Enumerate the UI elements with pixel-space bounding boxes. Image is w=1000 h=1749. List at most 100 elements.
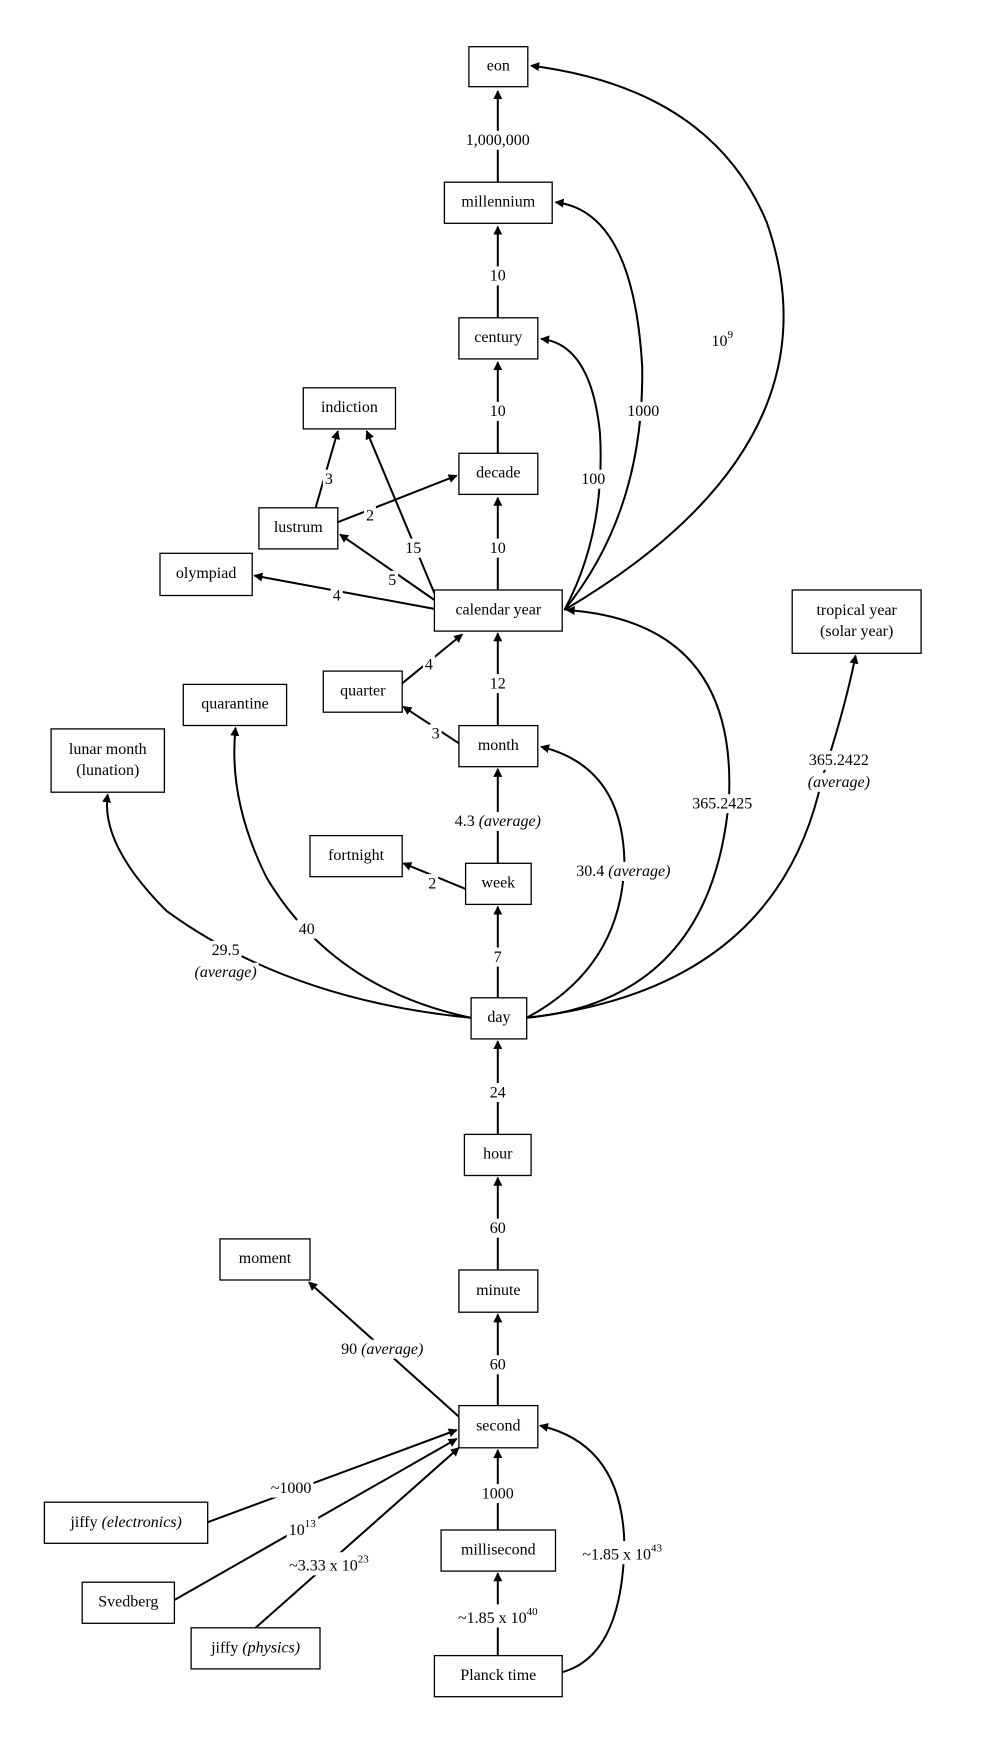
edge-jiffy-electronics-second xyxy=(207,1428,458,1524)
edge-label-halo xyxy=(487,401,508,421)
edge-label-halo xyxy=(479,1484,516,1504)
node-jiffy-physics: jiffy (physics) xyxy=(190,1627,321,1670)
node-box xyxy=(43,1501,209,1544)
edge-label-calendar-year-millennium: 1000 xyxy=(627,403,659,420)
node-label: minute xyxy=(476,1282,520,1299)
node-label: century xyxy=(474,329,522,346)
edge-label-halo xyxy=(487,538,508,558)
node-planck-time: Planck time xyxy=(433,1654,563,1698)
edge-note-day-tropical-year: (average) xyxy=(808,774,870,791)
edge-label-halo xyxy=(452,811,543,831)
node-label: jiffy (physics) xyxy=(210,1639,300,1656)
node-minute: minute xyxy=(458,1269,539,1313)
node-box xyxy=(458,1404,539,1449)
node-quarter: quarter xyxy=(322,670,403,713)
edge-label-day-lunar-month: 29.5 xyxy=(212,942,240,959)
edge-label-halo xyxy=(463,130,532,150)
edge-label-lustrum-decade: 2 xyxy=(366,507,374,524)
edge-label-halo xyxy=(192,962,259,982)
node-box xyxy=(458,724,539,768)
edge-day-quarantine xyxy=(230,726,472,1019)
edge-label-halo xyxy=(322,469,335,489)
edge-label-quarter-calendar-year: 4 xyxy=(425,656,433,673)
edge-label-halo xyxy=(487,1083,508,1102)
edge-label-week-fortnight: 2 xyxy=(428,875,436,892)
node-label: lunar month xyxy=(69,741,147,758)
edge-label-halo xyxy=(487,266,508,286)
node-week: week xyxy=(464,862,532,906)
node-label: millisecond xyxy=(461,1541,536,1558)
node-quarantine: quarantine xyxy=(182,683,288,727)
edge-label-calendar-year-indiction: 15 xyxy=(405,540,421,557)
node-olympiad: olympiad xyxy=(159,552,253,597)
node-box xyxy=(302,387,397,430)
node-lunar-month: lunar month (lunation) xyxy=(50,728,166,793)
edge-label-month-calendar-year: 12 xyxy=(490,675,506,692)
edge-label-halo xyxy=(580,1541,665,1565)
edge-label-calendar-year-eon: 109 xyxy=(711,329,733,350)
node-eon: eon xyxy=(468,46,529,88)
node-box xyxy=(309,834,403,878)
edge-label-lustrum-indiction: 3 xyxy=(325,471,333,488)
node-label: quarantine xyxy=(201,696,269,713)
node-box xyxy=(443,181,553,224)
edge-label-halo xyxy=(296,919,317,939)
node-label: second xyxy=(476,1417,520,1434)
node-box xyxy=(219,1238,311,1281)
node-label: tropical year xyxy=(816,602,897,619)
node-label: indiction xyxy=(321,399,378,416)
node-label: calendar year xyxy=(455,601,541,618)
node-box xyxy=(159,552,253,597)
edge-label-halo xyxy=(339,1339,426,1359)
edge-label-halo xyxy=(579,469,608,489)
node-box xyxy=(463,1133,532,1177)
node-label: (solar year) xyxy=(820,623,893,640)
node-label: jiffy (electronics) xyxy=(69,1513,182,1530)
edge-label-halo xyxy=(709,327,736,351)
node-tropical-year: tropical year (solar year) xyxy=(791,589,922,654)
edge-label-halo xyxy=(491,947,504,967)
edge-label-day-calendar-year: 365.2425 xyxy=(692,795,752,812)
edge-label-halo xyxy=(456,1604,541,1628)
edge-label-planck-second: ~1.85 x 1043 xyxy=(582,1542,662,1563)
edge-label-halo xyxy=(805,772,872,792)
edge-label-millennium-eon: 1,000,000 xyxy=(466,132,530,149)
node-box xyxy=(458,317,539,360)
edge-label-halo xyxy=(422,655,435,675)
node-box xyxy=(458,1269,539,1313)
node-label: millennium xyxy=(461,193,535,210)
edge-label-halo xyxy=(487,1355,508,1375)
edge-label-day-quarantine: 40 xyxy=(299,921,315,938)
node-box xyxy=(458,452,539,496)
edge-label-halo xyxy=(286,1516,319,1540)
edge-label-day-month: 30.4 (average) xyxy=(576,863,670,880)
edge-calendar-year-century xyxy=(540,335,602,611)
edge-lustrum-indiction xyxy=(314,430,340,509)
node-box xyxy=(322,670,403,713)
node-svedberg: Svedberg xyxy=(81,1581,176,1624)
edge-label-month-quarter: 3 xyxy=(432,725,440,742)
edge-label-halo xyxy=(487,674,508,694)
node-box xyxy=(791,589,922,654)
node-millisecond: millisecond xyxy=(440,1529,557,1572)
edge-label-halo xyxy=(287,1552,372,1576)
node-box xyxy=(464,862,532,906)
node-month: month xyxy=(458,724,539,768)
node-label: hour xyxy=(483,1146,513,1163)
edge-label-halo xyxy=(429,724,442,744)
edge-calendar-year-lustrum xyxy=(339,533,435,601)
node-box xyxy=(433,589,563,632)
node-label: (lunation) xyxy=(76,762,139,779)
edge-label-halo xyxy=(625,401,662,421)
node-label: month xyxy=(478,737,519,754)
node-box xyxy=(81,1581,176,1624)
node-century: century xyxy=(458,317,539,360)
node-label: week xyxy=(481,875,515,892)
edge-label-century-millennium: 10 xyxy=(490,267,506,284)
node-box xyxy=(440,1529,557,1572)
node-label: decade xyxy=(476,465,520,482)
node-decade: decade xyxy=(458,452,539,496)
edge-label-hour-day: 24 xyxy=(490,1084,506,1101)
edge-label-halo xyxy=(426,874,439,894)
